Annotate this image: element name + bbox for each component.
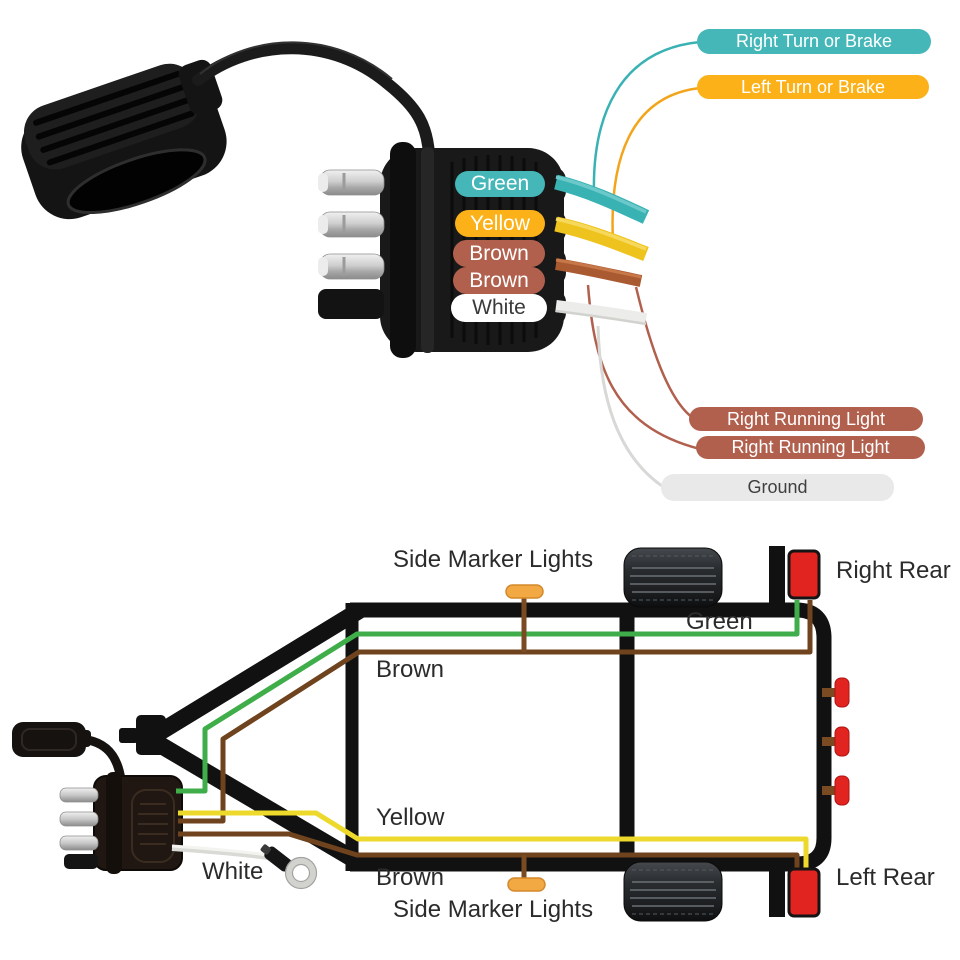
green-wire: [554, 174, 650, 224]
badge-left-turn-or-brake: Left Turn or Brake: [697, 75, 929, 99]
green-wire-run: [176, 600, 800, 794]
label-yellow-wire: Yellow: [376, 804, 445, 831]
rear-side-lights: [822, 677, 850, 806]
leader-running-1: [634, 286, 694, 420]
badge-right-running-light-1: Right Running Light: [689, 407, 923, 431]
white-ground-wire: [171, 845, 269, 860]
rear-side-light-2: [834, 726, 850, 757]
yellow-wire: [554, 216, 649, 261]
trailer-connector-pins: [59, 787, 99, 851]
pin-label-white: White: [451, 294, 547, 322]
cap-tether-strap: [192, 42, 435, 160]
label-side-marker-top: Side Marker Lights: [393, 546, 594, 573]
tire-bottom: [623, 861, 723, 922]
pin-label-yellow: Yellow: [455, 210, 545, 237]
connector-pins: [318, 169, 385, 280]
harness-wires: [554, 174, 650, 326]
side-marker-light-top: [505, 584, 544, 599]
label-brown-wire-bottom: Brown: [376, 864, 445, 891]
white-wire: [555, 300, 647, 325]
label-left-rear: Left Rear: [836, 864, 935, 891]
trailer-wiring: [171, 591, 813, 884]
ground-ring-terminal: [260, 844, 318, 890]
trailer-dust-cap: [12, 722, 86, 757]
tongue-top-bar: [147, 602, 365, 745]
brown-wire: [555, 258, 643, 287]
pin-label-brown-1: Brown: [453, 240, 545, 267]
label-brown-wire-top: Brown: [376, 656, 445, 683]
coupler: [136, 715, 166, 755]
dust-cap: [21, 59, 227, 220]
leader-right-turn: [592, 40, 701, 196]
brown-wire-run-top: [178, 600, 813, 824]
tongue-bottom-bar: [147, 732, 365, 871]
yellow-wire-run: [178, 810, 809, 871]
badge-ground: Ground: [661, 474, 894, 501]
leader-left-turn: [611, 86, 701, 243]
rear-side-light-1: [834, 677, 850, 708]
right-rear-light: [787, 549, 821, 600]
rear-side-light-3: [834, 775, 850, 806]
trailer-connector: [12, 722, 183, 874]
label-right-rear: Right Rear: [836, 557, 951, 584]
brown-wire-run-bottom: [178, 831, 800, 871]
badge-right-running-light-2: Right Running Light: [696, 436, 925, 459]
label-green-wire: Green: [686, 608, 753, 635]
side-marker-light-bottom: [507, 877, 546, 892]
trailer-frame-diagram: [12, 546, 850, 922]
pin-label-green: Green: [455, 171, 545, 197]
pin-label-brown-2: Brown: [453, 267, 545, 294]
connector-socket-tab: [318, 289, 384, 319]
left-rear-light: [787, 867, 821, 918]
label-side-marker-bottom: Side Marker Lights: [393, 896, 594, 923]
badge-right-turn-or-brake: Right Turn or Brake: [697, 29, 931, 54]
tire-top: [623, 547, 723, 608]
label-white-wire: White: [202, 858, 264, 885]
coupler-hitch-stub: [119, 728, 138, 743]
trailer-connector-tab: [64, 854, 98, 869]
leader-ground: [596, 325, 666, 490]
